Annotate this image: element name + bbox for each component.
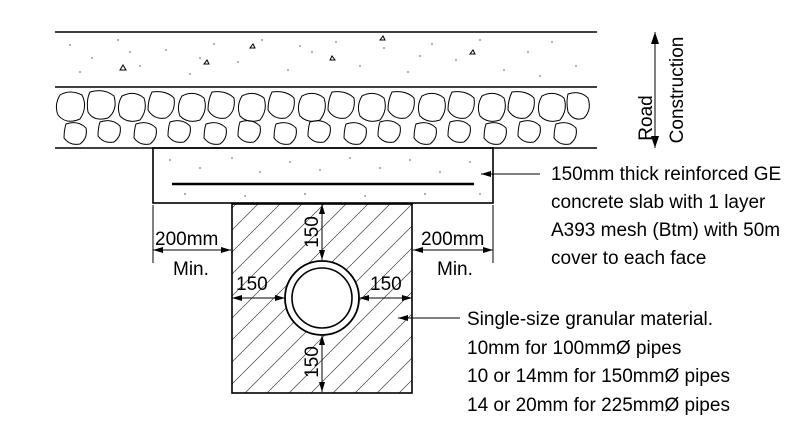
dimension-lines — [152, 204, 494, 392]
sub-base-texture — [55, 90, 590, 145]
pipe — [284, 260, 360, 336]
construction-label: Construction — [667, 37, 688, 144]
road-construction-layers: Road Construction — [55, 31, 688, 149]
slab-note-line4: cover to each face — [551, 248, 706, 269]
right-side-label: 150 — [370, 274, 402, 295]
granular-note-line2: 10mm for 100mmØ pipes — [467, 338, 681, 359]
road-construction-dimension — [651, 32, 659, 148]
road-label: Road — [636, 95, 657, 140]
right-extent-min-label: Min. — [437, 259, 473, 280]
granular-note-line1: Single-size granular material. — [467, 309, 713, 330]
bottom-cover-label: 150 — [302, 346, 323, 378]
granular-note-line3: 10 or 14mm for 150mmØ pipes — [467, 366, 730, 387]
slab-note-line3: A393 mesh (Btm) with 50m — [551, 220, 780, 241]
leaders — [398, 171, 540, 321]
asphalt-texture — [69, 35, 577, 77]
left-side-label: 150 — [236, 274, 268, 295]
left-extent-min-label: Min. — [173, 259, 209, 280]
right-extent-label: 200mm — [421, 229, 484, 250]
granular-note: Single-size granular material. 10mm for … — [467, 309, 730, 416]
top-cover-label: 150 — [302, 216, 323, 248]
concrete-slab — [152, 147, 494, 204]
slab-note-line2: concrete slab with 1 layer — [551, 192, 766, 213]
slab-note: 150mm thick reinforced GE concrete slab … — [551, 164, 781, 269]
granular-note-line4: 14 or 20mm for 225mmØ pipes — [467, 395, 730, 416]
left-extent-label: 200mm — [155, 229, 218, 250]
slab-note-line1: 150mm thick reinforced GE — [551, 164, 781, 185]
